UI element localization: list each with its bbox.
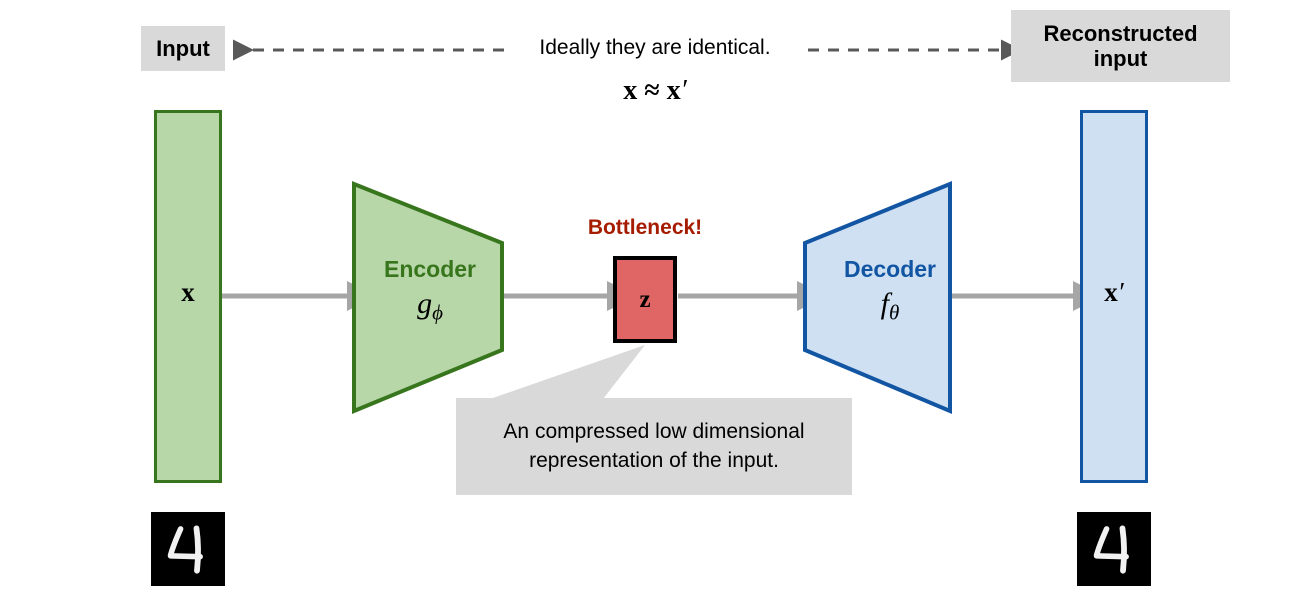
formula-x: x	[623, 75, 638, 106]
input-vector-bar: x	[154, 110, 222, 483]
reconstructed-digit-image	[1077, 512, 1151, 586]
bottleneck-callout-box: An compressed low dimensional representa…	[456, 398, 852, 495]
reconstructed-input-label-chip: Reconstructed input	[1011, 10, 1230, 82]
latent-variable-label: z	[639, 285, 651, 313]
ideally-identical-caption: Ideally they are identical.	[539, 36, 771, 59]
bottleneck-title: Bottleneck!	[587, 216, 703, 239]
input-digit-image	[151, 512, 225, 586]
formula-x-prime: x	[666, 75, 681, 106]
output-vector-prime-mark: ′	[1117, 277, 1124, 307]
formula-approx-sign: ≈	[644, 75, 660, 106]
input-label-chip: Input	[141, 26, 225, 71]
callout-line-1: An compressed low dimensional	[503, 420, 805, 444]
formula-prime-mark: ′	[680, 75, 687, 106]
input-label-text: Input	[156, 35, 210, 61]
approximation-formula: x≈x′	[520, 75, 790, 107]
input-vector-label: x	[181, 277, 195, 307]
output-vector-label: x′	[1104, 277, 1123, 308]
bottleneck-latent-box: z	[613, 256, 677, 343]
dashed-comparison-arrows	[233, 39, 1022, 61]
callout-line-2: representation of the input.	[529, 448, 779, 472]
output-vector-bar: x′	[1080, 110, 1148, 483]
reconstructed-label-line2: input	[1093, 46, 1148, 71]
reconstructed-label-line1: Reconstructed	[1043, 20, 1198, 46]
output-vector-label-base: x	[1104, 277, 1118, 307]
